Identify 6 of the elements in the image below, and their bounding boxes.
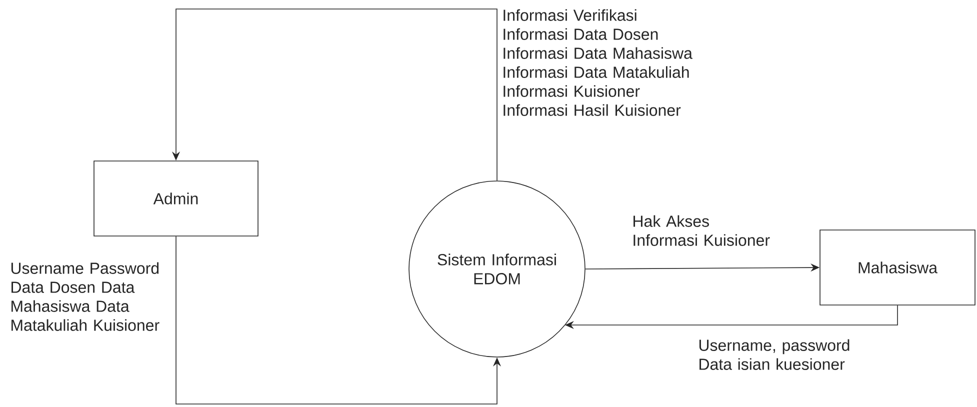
edge-label: Username Password Data Dosen Data Mahasiswa Data Matakuliah Kuisioner xyxy=(11,262,160,331)
edge-label: Hak Akses Informasi Kuisioner xyxy=(634,215,770,246)
edge-label: Username, password Data isian kuesioner xyxy=(699,339,850,370)
edge-label: Informasi Verifikasi Informasi Data Dosen Informasi Data Mahasiswa Informasi Data Matakuliah Informasi Kuisioner Informasi Hasil Kuisioner xyxy=(504,9,692,116)
process-box: Mahasiswa xyxy=(820,230,976,306)
process-box: Admin xyxy=(94,160,258,236)
